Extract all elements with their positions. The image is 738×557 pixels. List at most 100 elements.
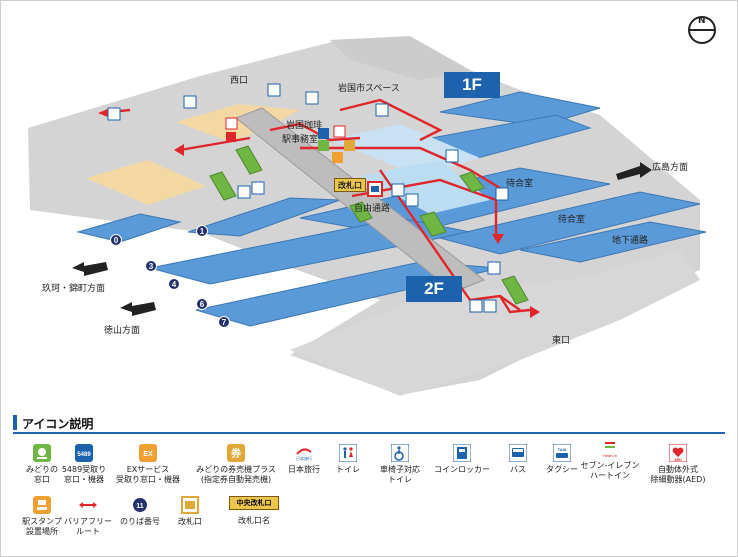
aed-icon: AED — [669, 444, 687, 462]
ken-icon-map — [344, 140, 355, 151]
midori-window-icon — [33, 444, 51, 462]
platform-sample-text: 11 — [136, 503, 144, 510]
west-red-block — [226, 132, 236, 142]
platform-6: 6 — [196, 298, 208, 310]
floor-tag-2f: 2F — [406, 276, 462, 302]
nippon-text: 日本旅行 — [296, 455, 312, 461]
taxi-icon: TAXI — [553, 444, 571, 462]
elevator-icon-4 — [487, 261, 501, 275]
elevator-icon-1 — [375, 103, 389, 117]
legend-label: 改札口名 — [238, 516, 270, 525]
legend-toilet: トイレ — [306, 444, 390, 475]
legend-midori-window: みどりの 窓口 — [0, 444, 84, 485]
seven-eleven-icon: Heart-in — [603, 441, 617, 458]
legend-label: 日本旅行 — [288, 465, 320, 474]
wheelchair-icon-east — [469, 299, 483, 313]
label-station-office: 駅事務室 — [282, 135, 319, 145]
compass — [688, 16, 716, 44]
legend-label: 駅スタンプ 設置場所 — [22, 517, 62, 536]
label-waiting-room-2: 待合室 — [558, 215, 586, 225]
direction-arrows — [72, 162, 652, 316]
legend-ex-service: EX EXサービス 受取り窓口・機器 — [106, 444, 190, 485]
legend-label: 自動体外式 除細動器(AED) — [650, 465, 706, 484]
compass-letter: N — [698, 16, 706, 26]
legend-label: バリアフリー ルート — [64, 517, 112, 536]
escalators — [209, 145, 529, 305]
station-stamp-icon — [33, 496, 51, 514]
label-hiroshima-direction: 広島方面 — [652, 163, 689, 173]
ticket-gate-marker-inner — [371, 186, 379, 192]
label-west-exit: 西口 — [230, 76, 249, 86]
platform-bottom-right — [519, 221, 707, 263]
legend-label: コインロッカー — [434, 465, 490, 474]
toilet-icon-hall — [391, 183, 405, 197]
bus-icon — [509, 444, 527, 462]
5489-pickup-icon: 5489 — [75, 444, 93, 462]
legend-seven-eleven: Heart-in セブン-イレブン ハートイン — [568, 440, 652, 481]
legend-barrier-free: バリアフリー ルート — [46, 496, 130, 537]
platform-long-3 — [439, 191, 701, 255]
toilet-icon — [339, 444, 357, 462]
label-underground-passage: 地下通路 — [612, 236, 649, 246]
legend-ticket-gate: 改札口 — [148, 496, 232, 527]
ex-service-icon: EX — [139, 444, 157, 462]
legend-label: 5489受取り 窓口・機器 — [61, 465, 107, 484]
legend-title-bar — [13, 415, 17, 430]
bus-icon-2 — [267, 83, 281, 97]
label-iwakuni-space: 岩国市スペース — [338, 84, 400, 94]
legend-title: アイコン説明 — [22, 417, 94, 431]
toilet-icon-east — [483, 299, 497, 313]
aed-text: AED — [674, 458, 682, 462]
5489-icon-map — [318, 128, 329, 139]
central-hall-2 — [360, 160, 490, 214]
legend-wheelchair: 車椅子対応 トイレ — [358, 444, 442, 485]
label-east-exit: 東口 — [552, 336, 571, 346]
label-free-passage: 自由通路 — [354, 204, 391, 214]
legend-label: みどりの券売機プラス (指定券自動発売機) — [196, 465, 276, 484]
legend-taxi: TAXI タクシー — [520, 444, 604, 475]
toilet-icon-west — [251, 181, 265, 195]
legend-5489: 5489 5489受取り 窓口・機器 — [42, 444, 126, 485]
midori-icon-map — [318, 140, 329, 151]
platform-3: 3 — [145, 260, 157, 272]
gate-name-sample: 中央改札口 — [236, 499, 272, 507]
legend-station-stamp: 駅スタンプ 設置場所 — [0, 496, 84, 537]
label-kuga-direction: 玖珂・錦町方面 — [42, 284, 106, 294]
ticket-gate-name-icon: 中央改札口 — [229, 496, 279, 510]
legend-label: 車椅子対応 トイレ — [380, 465, 420, 484]
wheelchair-icon-hall — [405, 193, 419, 207]
platform-7: 7 — [218, 316, 230, 328]
label-tokuyama-direction: 徳山方面 — [104, 326, 141, 336]
ticket-gate-icon — [181, 496, 199, 514]
ticket-gate-label: 改札口 — [334, 178, 366, 192]
legend-label: のりば番号 — [120, 517, 160, 526]
platform-number-icon: 11 — [133, 498, 147, 512]
midori-ticket-machine-icon: 券 — [227, 444, 245, 462]
legend-label: バス — [510, 465, 526, 474]
legend-coin-locker: コインロッカー — [420, 444, 504, 475]
ken-text: 券 — [230, 447, 242, 460]
seven-icon-map — [225, 117, 238, 130]
legend-ticket-machine: 券 みどりの券売機プラス (指定券自動発売機) — [194, 444, 278, 485]
legend-label: セブン-イレブン ハートイン — [580, 461, 640, 480]
5489-text: 5489 — [77, 452, 91, 458]
seven-text: Heart-in — [603, 453, 617, 458]
legend-label: EXサービス 受取り窓口・機器 — [116, 465, 180, 484]
legend-label: タクシー — [546, 465, 578, 474]
barrier-free-route-icon — [79, 502, 97, 508]
taxi-text: TAXI — [558, 447, 567, 452]
platform-1: 1 — [196, 225, 208, 237]
wheelchair-toilet-icon — [391, 444, 409, 462]
nippon-travel-icon: 日本旅行 — [296, 448, 312, 461]
map-icons — [107, 83, 509, 313]
floor-tag-1f: 1F — [444, 72, 500, 98]
legend-label: みどりの 窓口 — [26, 465, 58, 484]
legend-rule — [13, 432, 725, 434]
legend-platform-number: 11 のりば番号 — [98, 496, 182, 527]
elevator-icon-3 — [495, 187, 509, 201]
coin-locker-icon — [453, 444, 471, 462]
legend-ticket-gate-name: 中央改札口 改札口名 — [212, 496, 296, 526]
platform-0: 0 — [110, 234, 122, 246]
upper-plate — [330, 36, 470, 80]
bus-stop-icon — [107, 107, 121, 121]
